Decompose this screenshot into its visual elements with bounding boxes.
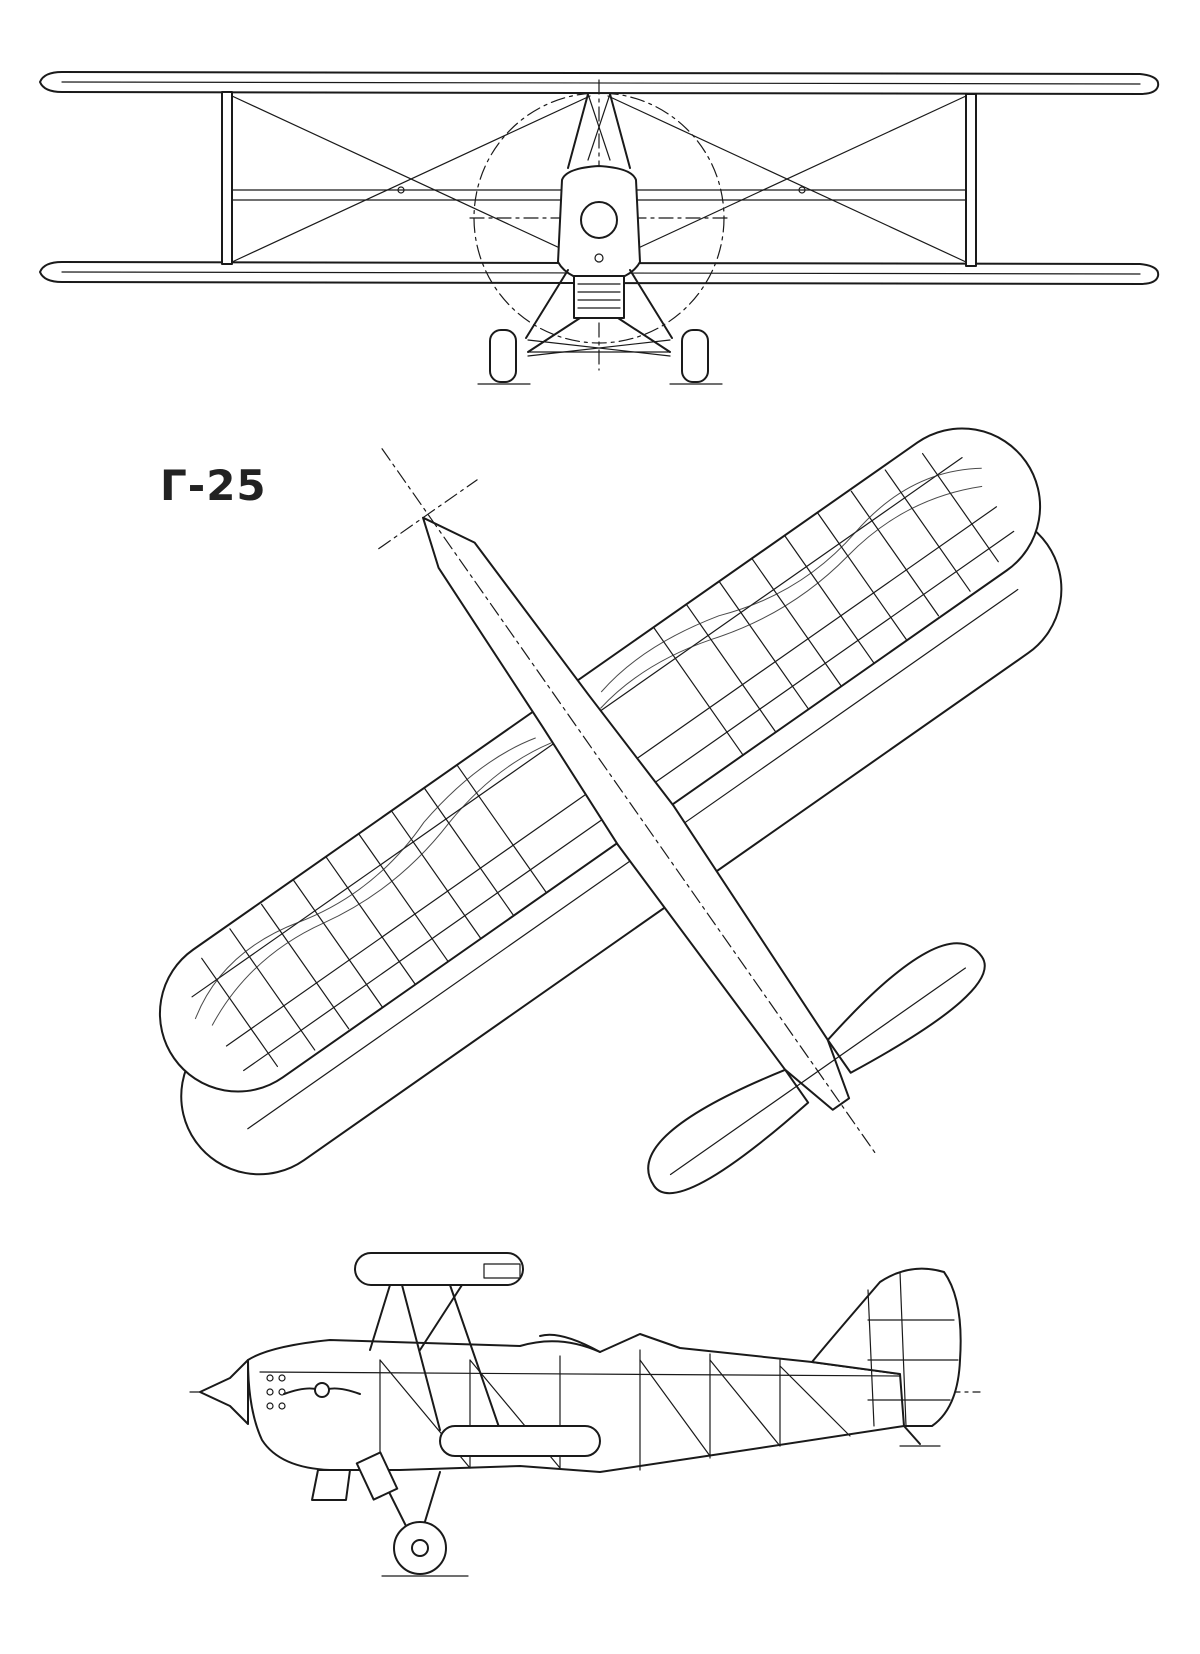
side-view xyxy=(189,1252,981,1577)
front-view xyxy=(39,71,1160,385)
top-view xyxy=(158,427,1063,1195)
drawing-title: Г-25 xyxy=(160,461,267,510)
